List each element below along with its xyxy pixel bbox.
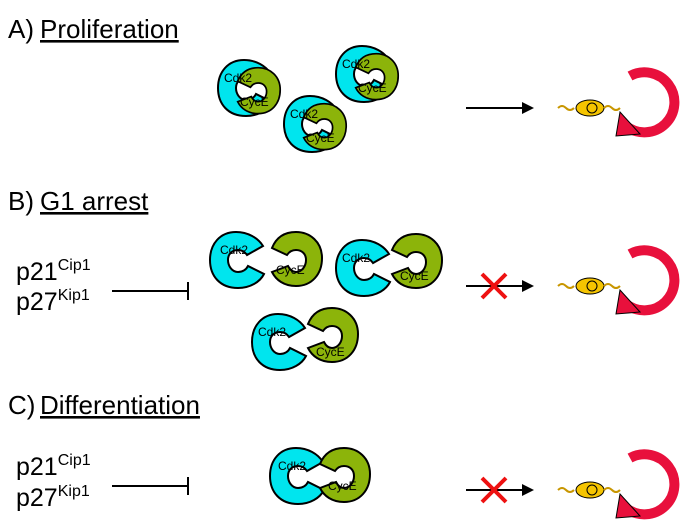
cdk2-label: Cdk2 <box>258 325 286 339</box>
p27-superscript: Kip1 <box>58 483 90 500</box>
cyce-subunit: CycE <box>391 233 443 289</box>
p27-label: p27 <box>16 288 58 316</box>
cycle-arrow-icon <box>615 449 680 520</box>
cdk2-label: Cdk2 <box>278 459 306 473</box>
cell-icon <box>557 277 621 295</box>
cdk2-label: Cdk2 <box>224 71 252 85</box>
cyce-label: CycE <box>358 81 387 95</box>
inhibition-bar <box>112 477 189 495</box>
cycle-arrow-icon <box>615 245 680 316</box>
cell-icon <box>557 481 621 499</box>
cyce-label: CycE <box>306 131 335 145</box>
cdk2-label: Cdk2 <box>220 243 248 257</box>
section-c: C) Differentiation p21Cip1 p27Kip1 Cdk2 … <box>8 390 680 520</box>
block-cross-icon <box>480 476 508 504</box>
cyce-subunit: CycE <box>319 447 371 503</box>
section-b-title: G1 arrest <box>40 186 149 216</box>
proceed-arrow <box>466 102 534 114</box>
cyce-label: CycE <box>276 263 305 277</box>
cycle-arrow-icon <box>615 67 680 138</box>
cdk2-label: Cdk2 <box>290 107 318 121</box>
p21-label: p21 <box>16 453 58 481</box>
cdk2-label: Cdk2 <box>342 251 370 265</box>
p21-label: p21 <box>16 258 58 286</box>
cyce-label: CycE <box>316 345 345 359</box>
cyce-label: CycE <box>328 479 357 493</box>
block-cross-icon <box>480 272 508 300</box>
svg-text:p21Cip1: p21Cip1 <box>16 257 91 286</box>
p27-label: p27 <box>16 484 58 512</box>
svg-text:p21Cip1: p21Cip1 <box>16 452 91 481</box>
section-b: B) G1 arrest p21Cip1 p27Kip1 Cdk2 CycE C… <box>8 186 680 371</box>
cdk2-cyce-complex: Cdk2 CycE <box>283 95 348 153</box>
p27-superscript: Kip1 <box>58 287 90 304</box>
cdk2-subunit: Cdk2 <box>269 447 325 505</box>
section-c-letter: C) <box>8 390 35 420</box>
blocked-arrow <box>466 484 534 496</box>
blocked-arrow <box>466 280 534 292</box>
svg-text:p27Kip1: p27Kip1 <box>16 287 90 316</box>
p21-superscript: Cip1 <box>58 257 91 274</box>
cdk2-subunit: Cdk2 <box>251 313 307 371</box>
inhibitors-label: p21Cip1 p27Kip1 <box>16 452 91 512</box>
cell-icon <box>557 99 621 117</box>
cyce-subunit: CycE <box>307 307 359 363</box>
svg-text:p27Kip1: p27Kip1 <box>16 483 90 512</box>
cyce-label: CycE <box>240 95 269 109</box>
section-a: A) Proliferation Cdk2 CycE Cdk2 CycE Cdk… <box>8 14 680 153</box>
section-c-title: Differentiation <box>40 390 200 420</box>
cdk2-label: Cdk2 <box>342 57 370 71</box>
p21-superscript: Cip1 <box>58 452 91 469</box>
cdk2-cyce-complex: Cdk2 CycE <box>217 59 282 117</box>
cdk2-cyce-complex: Cdk2 CycE <box>335 45 400 103</box>
cdk2-subunit: Cdk2 <box>209 231 265 289</box>
section-a-letter: A) <box>8 14 34 44</box>
cyce-label: CycE <box>400 269 429 283</box>
section-b-letter: B) <box>8 186 34 216</box>
cdk2-subunit: Cdk2 <box>335 239 391 297</box>
inhibitors-label: p21Cip1 p27Kip1 <box>16 257 91 316</box>
cyce-subunit: CycE <box>271 231 323 287</box>
section-a-title: Proliferation <box>40 14 179 44</box>
inhibition-bar <box>112 282 189 300</box>
